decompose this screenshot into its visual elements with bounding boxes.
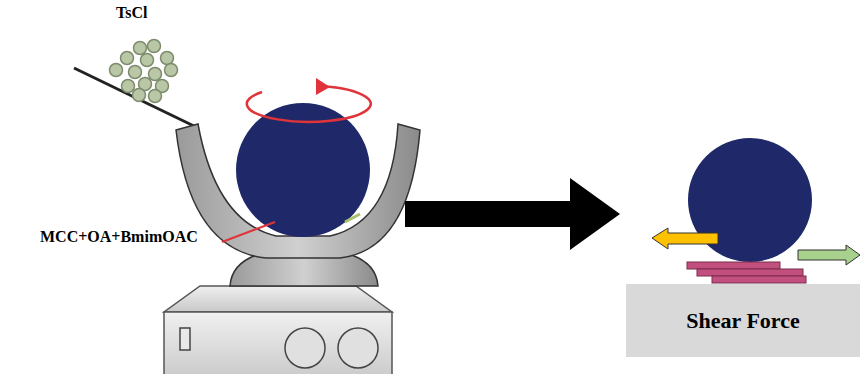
knob xyxy=(338,328,378,368)
switch xyxy=(180,328,190,350)
contact-mark xyxy=(345,214,360,222)
shear-force-box: Shear Force xyxy=(626,284,860,357)
cellulose-layer xyxy=(712,276,806,283)
rotation-arrowhead xyxy=(316,78,330,95)
cellulose-layer xyxy=(687,262,780,269)
knob xyxy=(285,328,325,368)
tscl-beads xyxy=(110,40,178,103)
process-arrow xyxy=(405,178,620,250)
mixture-label: MCC+OA+BmimOAC xyxy=(40,228,198,246)
cellulose-layer xyxy=(697,269,803,276)
reagent-label: TsCl xyxy=(116,4,147,22)
machine-top xyxy=(164,286,392,312)
node-text: Shear Force xyxy=(686,308,799,334)
rotation-arrow xyxy=(247,86,371,122)
leader-line xyxy=(222,222,275,242)
milling-ball xyxy=(236,103,370,237)
machine-body xyxy=(164,312,392,374)
force-arrow-right xyxy=(798,245,860,265)
force-arrow-left xyxy=(652,228,718,249)
